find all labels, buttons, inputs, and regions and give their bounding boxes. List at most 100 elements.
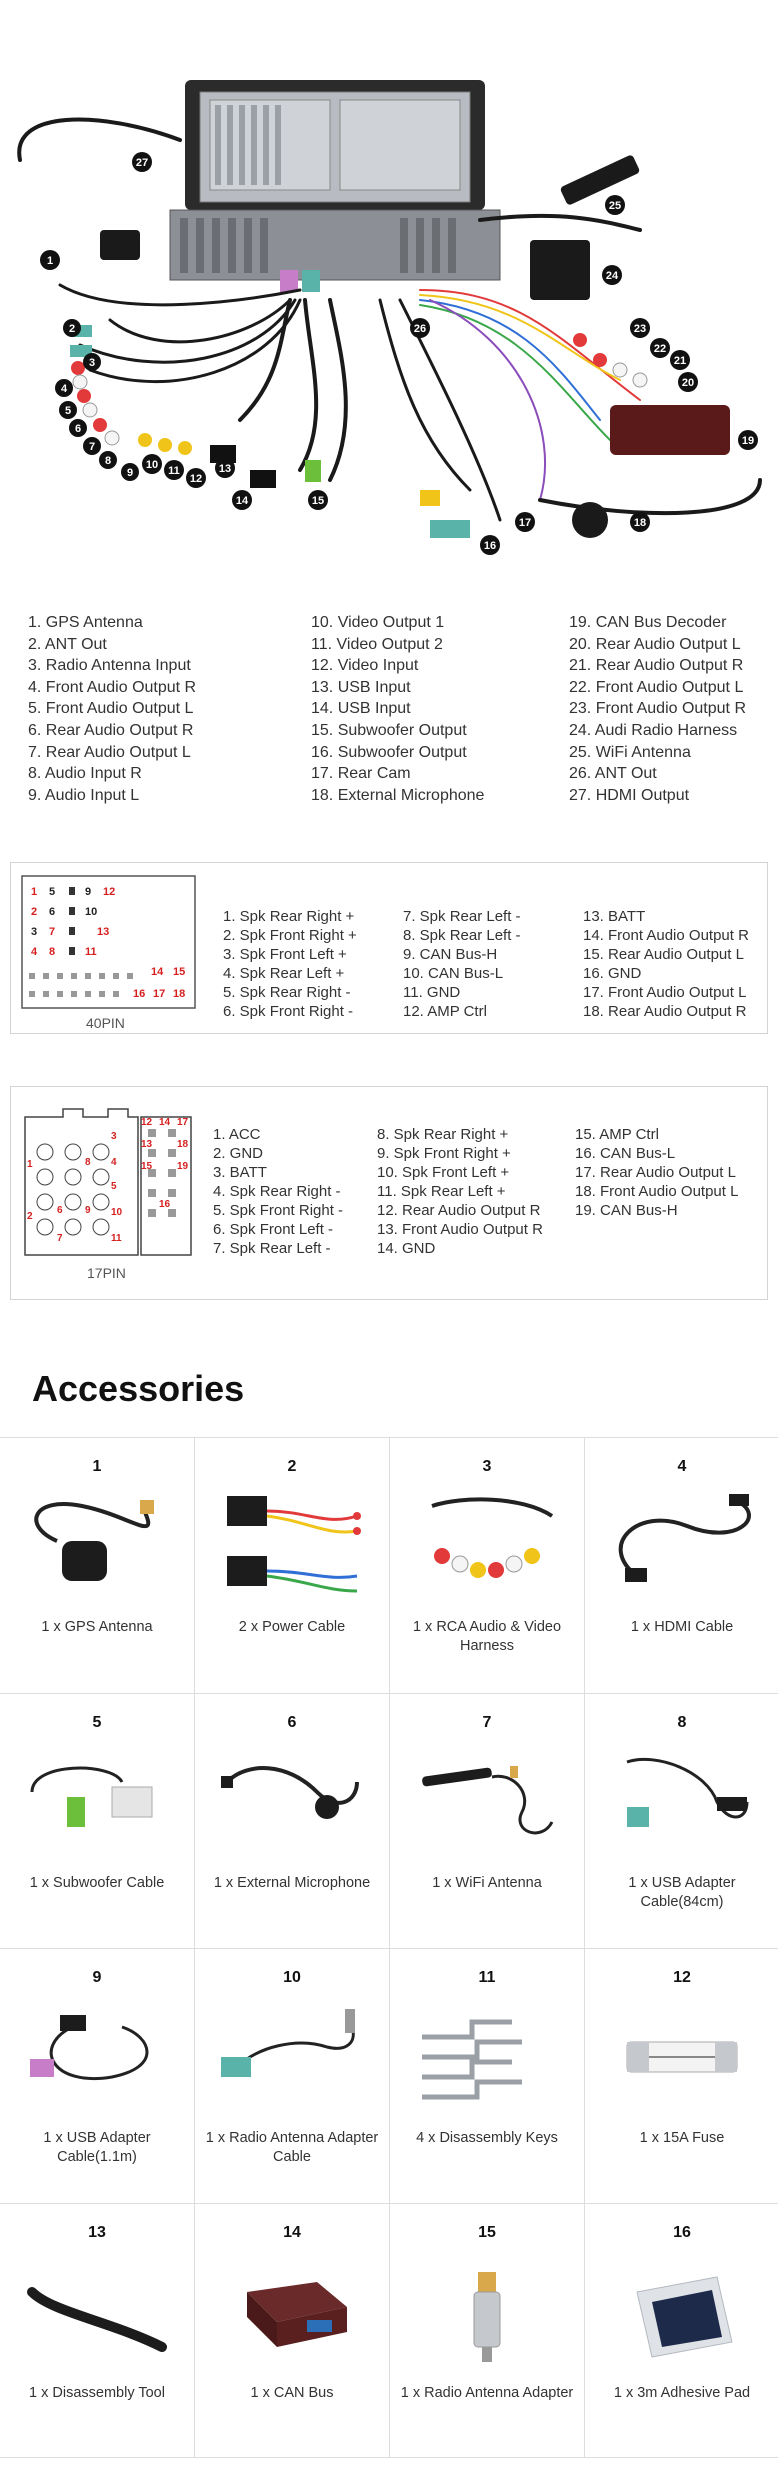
pin17-label: 9	[85, 1205, 91, 1216]
pin-item: 8. Spk Rear Right +	[377, 1126, 509, 1143]
pin-item: 3. BATT	[213, 1164, 267, 1181]
pin40-caption: 40PIN	[86, 1015, 125, 1031]
pin-item: 18. Front Audio Output L	[575, 1183, 739, 1200]
callout-18: 18	[630, 512, 650, 532]
pin-item: 16. CAN Bus-L	[575, 1145, 676, 1162]
pin17-label: 8	[85, 1157, 91, 1168]
accessory-label: 4 x Disassembly Keys	[416, 2130, 558, 2146]
pin17-column-3: 15. AMP Ctrl 16. CAN Bus-L 17. Rear Audi…	[575, 1125, 738, 1220]
pin-item: 11. Spk Rear Left +	[377, 1183, 506, 1200]
pin-item: 18. Rear Audio Output R	[583, 1003, 747, 1020]
pin40-label: 8	[49, 946, 55, 958]
callout-24: 24	[602, 265, 622, 285]
svg-text:10: 10	[146, 459, 158, 471]
pin-item: 19. CAN Bus-H	[575, 1202, 678, 1219]
pin-item: 9. CAN Bus-H	[403, 946, 498, 963]
pin-item: 17. Front Audio Output L	[583, 984, 747, 1001]
pin-item: 1. ACC	[213, 1126, 261, 1143]
adhesive-pad-icon	[597, 2252, 767, 2372]
accessory-label: 1 x 3m Adhesive Pad	[613, 2385, 751, 2401]
accessory-number: 11	[478, 1969, 496, 1986]
pin-item: 4. Spk Rear Right -	[213, 1183, 341, 1200]
pin-item: 9. Spk Front Right +	[377, 1145, 511, 1162]
radio-antenna-cable-icon	[207, 1997, 377, 2117]
accessory-item: 11 4 x Disassembly Keys	[390, 1949, 584, 2204]
legend-item: 27. HDMI Output	[569, 786, 690, 804]
svg-text:9: 9	[127, 467, 133, 479]
microphone-icon	[207, 1742, 377, 1862]
accessory-item: 16 1 x 3m Adhesive Pad	[585, 2204, 778, 2459]
accessory-label: 1 x External Microphone	[213, 1875, 371, 1891]
pin-item: 7. Spk Rear Left -	[403, 908, 521, 925]
accessory-number: 13	[88, 2224, 106, 2241]
accessory-label: 1 x GPS Antenna	[41, 1619, 153, 1635]
svg-text:24: 24	[606, 270, 619, 282]
legend-item: 7. Rear Audio Output L	[28, 743, 191, 761]
accessory-label: 1 x RCA Audio & Video Harness	[412, 1619, 562, 1654]
port-legend: 1. GPS Antenna 2. ANT Out 3. Radio Anten…	[28, 612, 768, 827]
accessory-label: 2 x Power Cable	[238, 1619, 346, 1635]
legend-item: 3. Radio Antenna Input	[28, 657, 191, 675]
accessory-number: 9	[92, 1969, 102, 1986]
legend-item: 20. Rear Audio Output L	[569, 635, 741, 653]
pin-item: 5. Spk Front Right -	[213, 1202, 344, 1219]
accessories-grid: 1 1 x GPS Antenna 2 2 x Power Cable 3 1 …	[0, 1437, 778, 2459]
accessory-item: 7 1 x WiFi Antenna	[390, 1694, 584, 1949]
disassembly-keys-icon	[402, 1997, 572, 2117]
svg-text:22: 22	[654, 343, 666, 355]
pin-item: 2. Spk Front Right +	[223, 927, 357, 944]
callout-12: 12	[186, 468, 206, 488]
callout-3: 3	[83, 353, 101, 371]
svg-text:15: 15	[312, 495, 324, 507]
accessory-label: 1 x Subwoofer Cable	[29, 1875, 165, 1891]
svg-text:1: 1	[47, 255, 53, 267]
pin40-label: 16	[133, 988, 145, 1000]
accessory-number: 7	[482, 1714, 492, 1731]
legend-column-1: 1. GPS Antenna 2. ANT Out 3. Radio Anten…	[28, 612, 196, 806]
accessory-label: 1 x USB Adapter Cable(84cm)	[628, 1875, 736, 1910]
legend-item: 1. GPS Antenna	[28, 614, 143, 631]
accessory-item: 8 1 x USB Adapter Cable(84cm)	[585, 1694, 778, 1949]
accessory-label: 1 x WiFi Antenna	[432, 1875, 542, 1891]
accessory-item: 5 1 x Subwoofer Cable	[0, 1694, 194, 1949]
callout-4: 4	[55, 379, 73, 397]
callout-22: 22	[650, 338, 670, 358]
pin40-label: 9	[85, 886, 91, 898]
legend-item: 12. Video Input	[311, 657, 419, 675]
pin40-label: 5	[49, 886, 55, 898]
pin-item: 6. Spk Front Left -	[213, 1221, 334, 1238]
pin-item: 12. AMP Ctrl	[403, 1003, 487, 1020]
accessory-label: 1 x CAN Bus	[250, 2385, 334, 2401]
legend-item: 24. Audi Radio Harness	[569, 721, 738, 739]
pin-item: 2. GND	[213, 1145, 264, 1162]
callout-17: 17	[515, 512, 535, 532]
accessory-item: 4 1 x HDMI Cable	[585, 1438, 778, 1693]
svg-text:17: 17	[519, 517, 531, 529]
accessory-label: 1 x Radio Antenna Adapter Cable	[205, 2130, 379, 2165]
pin-item: 13. BATT	[583, 908, 646, 925]
accessory-item: 15 1 x Radio Antenna Adapter	[390, 2204, 584, 2459]
pin17-label: 11	[111, 1233, 122, 1244]
callout-7: 7	[83, 437, 101, 455]
svg-text:3: 3	[89, 357, 95, 369]
legend-item: 2. ANT Out	[28, 635, 107, 653]
legend-item: 16. Subwoofer Output	[311, 743, 467, 761]
pin17-panel: 12 14 17 13 18 15 19 16 1 2 3 4 5 6 7 8 …	[10, 1086, 768, 1300]
legend-item: 13. USB Input	[311, 678, 411, 696]
usb-cable-icon	[12, 1997, 182, 2117]
pin40-label: 3	[31, 926, 37, 938]
accessory-item: 14 1 x CAN Bus	[195, 2204, 389, 2459]
legend-item: 4. Front Audio Output R	[28, 678, 197, 696]
pin-item: 15. AMP Ctrl	[575, 1126, 659, 1143]
callout-25: 25	[605, 195, 625, 215]
legend-column-3: 19. CAN Bus Decoder 20. Rear Audio Outpu…	[569, 612, 746, 806]
pin40-column-3: 13. BATT 14. Front Audio Output R 15. Re…	[583, 907, 749, 1021]
callout-20: 20	[678, 372, 698, 392]
callout-23: 23	[630, 318, 650, 338]
accessory-number: 5	[92, 1714, 102, 1731]
svg-text:16: 16	[484, 540, 496, 552]
pin40-label: 18	[173, 988, 185, 1000]
svg-text:25: 25	[609, 200, 621, 212]
svg-text:11: 11	[168, 465, 180, 477]
callout-2: 2	[63, 319, 81, 337]
